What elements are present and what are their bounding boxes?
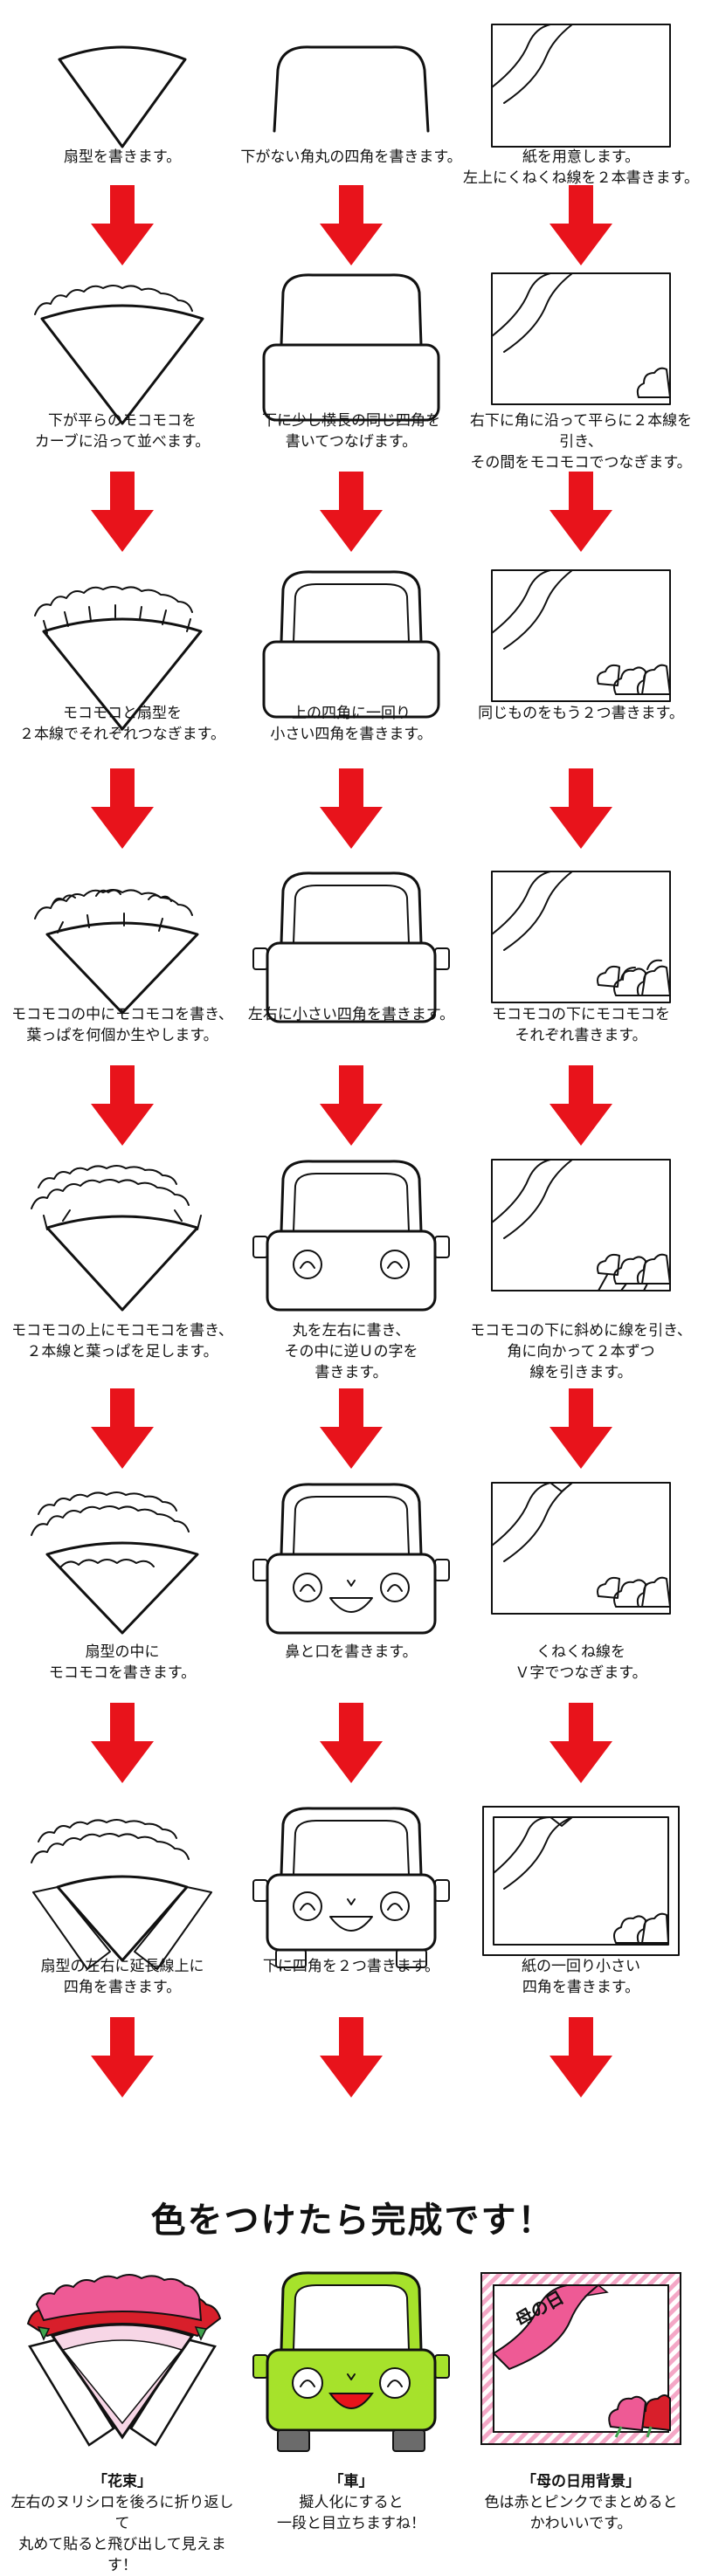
step-5-car-caption: 丸を左右に書き、 その中に逆Ｕの字を 書きます。 bbox=[284, 1322, 418, 1381]
arrow-down-icon bbox=[91, 768, 154, 849]
step-3-paper-drawing bbox=[467, 563, 695, 738]
arrow-down-icon bbox=[549, 185, 612, 265]
finished-bouquet bbox=[9, 2266, 236, 2467]
step-7-paper-drawing bbox=[467, 1803, 695, 1978]
arrow-down-icon bbox=[320, 768, 383, 849]
arrow-5-paper bbox=[549, 1388, 612, 1469]
arrow-4-car bbox=[320, 1065, 383, 1146]
arrow-down-icon bbox=[320, 2017, 383, 2097]
finished-car bbox=[238, 2266, 465, 2467]
arrow-7-paper bbox=[549, 2017, 612, 2097]
step-3-car-drawing bbox=[238, 563, 465, 738]
finished-background: 母の日 bbox=[467, 2266, 695, 2467]
step-5-paper-caption: モコモコの下に斜めに線を引き、 角に向かって２本ずつ 線を引きます。 bbox=[470, 1322, 692, 1381]
arrow-down-icon bbox=[549, 1703, 612, 1783]
arrow-down-icon bbox=[320, 185, 383, 265]
finale-title: 色をつけたら完成です！ bbox=[150, 2201, 555, 2241]
step-1-fan-caption: 扇型を書きます。 bbox=[63, 148, 182, 166]
step-7-car-drawing bbox=[238, 1803, 465, 1978]
arrow-1-paper bbox=[549, 185, 612, 265]
arrow-2-car bbox=[320, 472, 383, 552]
step-5-paper-drawing bbox=[467, 1153, 695, 1327]
step-4-fan-caption: モコモコの中にモコモコを書き、 葉っぱを何個か生やします。 bbox=[11, 1006, 233, 1044]
arrow-down-icon bbox=[549, 472, 612, 552]
background-result-title: 「母の日用背景」 bbox=[522, 2473, 640, 2490]
step-3-fan-drawing bbox=[9, 563, 236, 738]
step-1-car-drawing bbox=[238, 17, 465, 192]
arrow-down-icon bbox=[91, 2017, 154, 2097]
step-6-car-drawing bbox=[238, 1476, 465, 1650]
step-1-car-caption: 下がない角丸の四角を書きます。 bbox=[240, 148, 462, 166]
arrow-down-icon bbox=[91, 185, 154, 265]
step-2-fan-drawing bbox=[9, 266, 236, 441]
step-1-paper-drawing bbox=[467, 17, 695, 192]
step-5-car-drawing bbox=[238, 1153, 465, 1327]
step-7-fan-caption: 扇型の左右に延長線上に 四角を書きます。 bbox=[40, 1958, 204, 1996]
arrow-7-car bbox=[320, 2017, 383, 2097]
arrow-6-car bbox=[320, 1703, 383, 1783]
arrow-3-paper bbox=[549, 768, 612, 849]
step-4-fan-drawing bbox=[9, 864, 236, 1039]
step-1-paper-caption: 紙を用意します。 左上にくねくね線を２本書きます。 bbox=[463, 148, 699, 187]
arrow-1-car bbox=[320, 185, 383, 265]
arrow-3-fan bbox=[91, 768, 154, 849]
arrow-6-paper bbox=[549, 1703, 612, 1783]
step-4-paper-caption: モコモコの下にモコモコを それぞれ書きます。 bbox=[492, 1006, 670, 1044]
arrow-down-icon bbox=[549, 1065, 612, 1146]
step-4-car-caption: 左右に小さい四角を書きます。 bbox=[247, 1006, 455, 1023]
step-1-fan-drawing bbox=[9, 17, 236, 192]
step-3-paper-caption: 同じものをもう２つ書きます。 bbox=[478, 705, 684, 722]
car-result-desc: 擬人化にすると 一段と目立ちますね！ bbox=[277, 2494, 425, 2532]
arrow-7-fan bbox=[91, 2017, 154, 2097]
arrow-5-fan bbox=[91, 1388, 154, 1469]
arrow-down-icon bbox=[91, 472, 154, 552]
arrow-2-paper bbox=[549, 472, 612, 552]
step-4-car-drawing bbox=[238, 864, 465, 1039]
arrow-down-icon bbox=[91, 1065, 154, 1146]
step-2-car-drawing bbox=[238, 266, 465, 441]
arrow-down-icon bbox=[549, 768, 612, 849]
step-6-fan-drawing bbox=[9, 1476, 236, 1650]
background-result-caption: 「母の日用背景」 色は赤とピンクでまとめると かわいいです。 bbox=[463, 2471, 699, 2534]
step-6-fan-caption: 扇型の中に モコモコを書きます。 bbox=[48, 1643, 197, 1682]
step-5-fan-drawing bbox=[9, 1153, 236, 1327]
arrow-down-icon bbox=[549, 1388, 612, 1469]
bouquet-result-title: 「花束」 bbox=[93, 2473, 152, 2490]
arrow-1-fan bbox=[91, 185, 154, 265]
arrow-4-fan bbox=[91, 1065, 154, 1146]
car-result-caption: 「車」 擬人化にすると 一段と目立ちますね！ bbox=[233, 2471, 469, 2534]
arrow-2-fan bbox=[91, 472, 154, 552]
arrow-down-icon bbox=[320, 1388, 383, 1469]
arrow-down-icon bbox=[320, 472, 383, 552]
arrow-down-icon bbox=[91, 1703, 154, 1783]
arrow-6-fan bbox=[91, 1703, 154, 1783]
arrow-down-icon bbox=[91, 1388, 154, 1469]
arrow-5-car bbox=[320, 1388, 383, 1469]
step-2-car-caption: 下に少し横長の同じ四角を 書いてつなげます。 bbox=[262, 412, 440, 451]
step-7-paper-caption: 紙の一回り小さい 四角を書きます。 bbox=[522, 1958, 640, 1996]
arrow-down-icon bbox=[549, 2017, 612, 2097]
step-3-car-caption: 上の四角に一回り 小さい四角を書きます。 bbox=[270, 705, 432, 743]
arrow-4-paper bbox=[549, 1065, 612, 1146]
step-6-paper-caption: くねくね線を Ｖ字でつなぎます。 bbox=[515, 1643, 647, 1682]
step-6-paper-drawing bbox=[467, 1476, 695, 1650]
background-result-desc: 色は赤とピンクでまとめると かわいいです。 bbox=[484, 2494, 678, 2532]
step-2-fan-caption: 下が平らのモコモコを カーブに沿って並べます。 bbox=[34, 412, 211, 451]
step-7-fan-drawing bbox=[9, 1803, 236, 1978]
step-4-paper-drawing bbox=[467, 864, 695, 1039]
car-result-title: 「車」 bbox=[328, 2473, 374, 2490]
step-2-paper-caption: 右下に角に沿って平らに２本線を引き、 その間をモコモコでつなぎます。 bbox=[469, 412, 693, 472]
step-6-car-caption: 鼻と口を書きます。 bbox=[285, 1643, 418, 1661]
step-2-paper-drawing bbox=[467, 266, 695, 441]
arrow-down-icon bbox=[320, 1703, 383, 1783]
step-3-fan-caption: モコモコと扇型を ２本線でそれぞれつなぎます。 bbox=[19, 705, 225, 743]
step-5-fan-caption: モコモコの上にモコモコを書き、 ２本線と葉っぱを足します。 bbox=[11, 1322, 233, 1360]
arrow-3-car bbox=[320, 768, 383, 849]
step-7-car-caption: 下に四角を２つ書きます。 bbox=[262, 1958, 440, 1975]
arrow-down-icon bbox=[320, 1065, 383, 1146]
bouquet-result-desc: 左右のヌリシロを後ろに折り返して 丸めて貼ると飛び出して見えます！ bbox=[10, 2494, 234, 2574]
bouquet-result-caption: 「花束」 左右のヌリシロを後ろに折り返して 丸めて貼ると飛び出して見えます！ bbox=[4, 2471, 240, 2576]
